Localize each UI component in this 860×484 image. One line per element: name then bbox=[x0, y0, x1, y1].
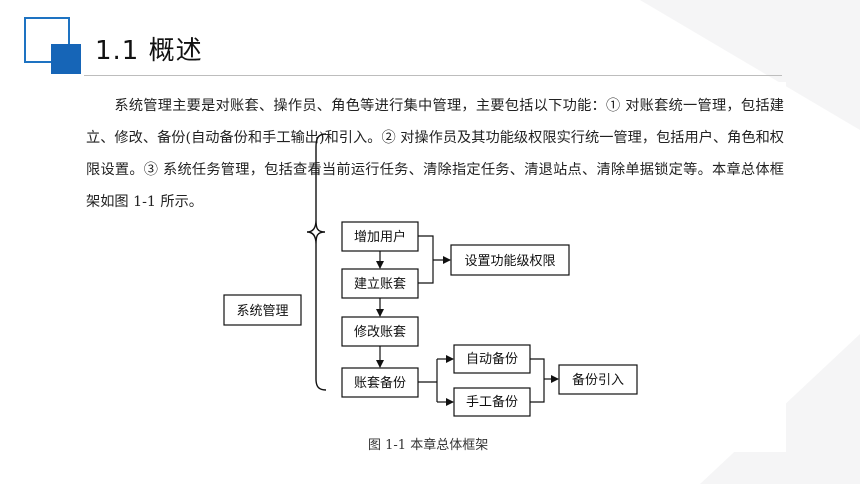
title-underline bbox=[84, 75, 782, 76]
content-area: 系统管理主要是对账套、操作员、角色等进行集中管理，主要包括以下功能：① 对账套统… bbox=[80, 82, 786, 453]
node-manual-backup: 手工备份 bbox=[453, 387, 531, 417]
node-permission-label: 设置功能级权限 bbox=[464, 253, 555, 269]
node-add-user: 增加用户 bbox=[341, 221, 419, 252]
node-backup-account-label: 账套备份 bbox=[354, 375, 406, 391]
node-backup-account: 账套备份 bbox=[341, 367, 419, 398]
node-add-user-label: 增加用户 bbox=[354, 229, 406, 245]
corner-square-filled bbox=[51, 44, 81, 74]
connector-to-permission bbox=[418, 235, 434, 284]
figure-caption: 图 1-1 本章总体框架 bbox=[368, 438, 489, 453]
root-brace bbox=[306, 133, 327, 391]
node-restore-label: 备份引入 bbox=[572, 372, 624, 388]
node-auto-backup: 自动备份 bbox=[453, 344, 531, 374]
intro-paragraph: 系统管理主要是对账套、操作员、角色等进行集中管理，主要包括以下功能：① 对账套统… bbox=[86, 98, 784, 210]
node-create-account-label: 建立账套 bbox=[354, 276, 406, 292]
node-root: 系统管理 bbox=[223, 294, 302, 326]
node-root-label: 系统管理 bbox=[236, 304, 288, 319]
title-box: 1.1 概述 bbox=[87, 26, 213, 70]
connector-to-restore bbox=[530, 358, 545, 403]
node-modify-account-label: 修改账套 bbox=[354, 324, 406, 340]
framework-diagram: 系统管理 增加用户 建立账套 修改账套 账套备份 设置功能级权限 自动备份 手 bbox=[223, 133, 638, 417]
page-title: 1.1 概述 bbox=[95, 35, 203, 66]
node-modify-account: 修改账套 bbox=[341, 316, 419, 347]
node-auto-backup-label: 自动备份 bbox=[466, 351, 518, 367]
node-permission: 设置功能级权限 bbox=[450, 244, 570, 276]
node-restore: 备份引入 bbox=[558, 364, 638, 395]
node-manual-backup-label: 手工备份 bbox=[466, 394, 518, 410]
node-create-account: 建立账套 bbox=[341, 268, 419, 299]
